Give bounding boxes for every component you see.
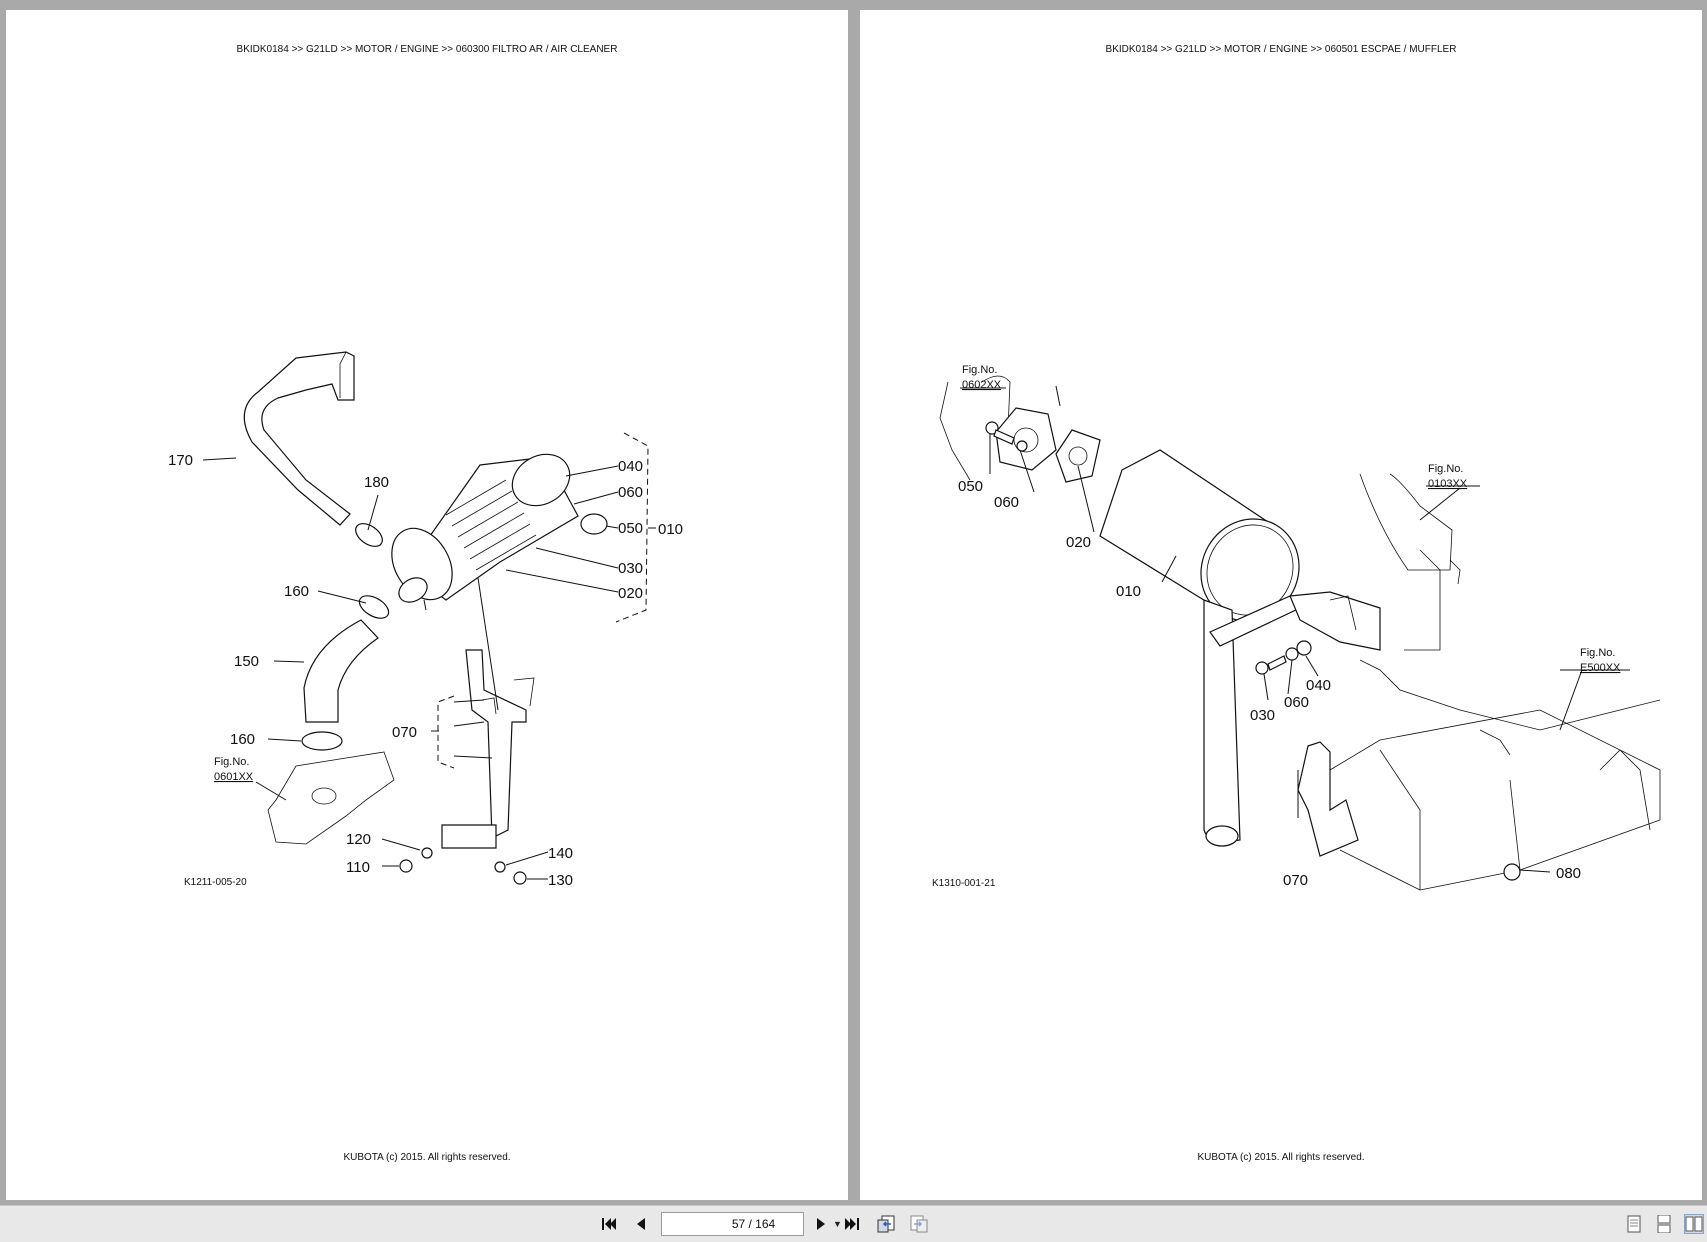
hose-clamp-part xyxy=(355,523,383,547)
go-forward-icon[interactable] xyxy=(907,1213,931,1235)
muffler-part xyxy=(1099,449,1300,847)
cap-part xyxy=(580,513,608,535)
part-number-label: 070 xyxy=(392,724,417,741)
figure-reference-prefix: Fig.No. xyxy=(1580,647,1615,659)
page-number-input[interactable] xyxy=(662,1216,833,1232)
part-number-label: 030 xyxy=(1250,707,1275,724)
part-number-label: 180 xyxy=(364,474,389,491)
group-bracket-line xyxy=(615,432,649,623)
hose-clamp-part xyxy=(301,731,343,751)
part-number-label: 130 xyxy=(548,872,573,889)
page-number-field[interactable]: ▼ xyxy=(661,1212,842,1236)
part-number-label: 060 xyxy=(1284,694,1309,711)
muffler-diagram: 050 060 020 010 030 060 040 070 080 Fig.… xyxy=(932,364,1661,891)
intake-manifold-reference xyxy=(267,751,395,845)
figure-reference-number: 0103XX xyxy=(1428,478,1468,490)
part-number-label: 060 xyxy=(994,494,1019,511)
right-document-page: BKIDK0184 >> G21LD >> MOTOR / ENGINE >> … xyxy=(860,10,1702,1200)
mounting-bracket-part xyxy=(441,649,535,849)
go-back-icon[interactable] xyxy=(874,1213,898,1235)
part-number-label: 160 xyxy=(230,731,255,748)
frame-reference xyxy=(1359,473,1453,571)
page-header: BKIDK0184 >> G21LD >> MOTOR / ENGINE >> … xyxy=(236,44,618,55)
viewer-toolbar: ▼ xyxy=(0,1205,1707,1242)
part-number-label: 110 xyxy=(346,859,370,876)
figure-reference-prefix: Fig.No. xyxy=(1428,463,1463,475)
hose-clamp-part xyxy=(358,595,390,619)
continuous-view-icon[interactable] xyxy=(1654,1214,1674,1234)
part-number-label: 040 xyxy=(618,458,643,475)
chevron-down-icon[interactable]: ▼ xyxy=(833,1219,842,1229)
part-number-label: 050 xyxy=(618,520,643,537)
part-number-label: 030 xyxy=(618,560,643,577)
air-cleaner-body-part xyxy=(391,453,579,611)
part-number-label: 120 xyxy=(346,831,371,848)
part-number-label: 060 xyxy=(618,484,643,501)
stay-part xyxy=(1297,741,1359,857)
page-footer: KUBOTA (c) 2015. All rights reserved. xyxy=(343,1152,511,1163)
part-number-label: 010 xyxy=(1116,583,1141,600)
previous-page-icon[interactable] xyxy=(629,1213,653,1235)
drawing-code: K1310-001-21 xyxy=(932,878,996,889)
elbow-hose-part xyxy=(303,619,379,723)
part-number-label: 080 xyxy=(1556,865,1581,882)
bolt-part xyxy=(985,421,1028,452)
page-footer: KUBOTA (c) 2015. All rights reserved. xyxy=(1197,1152,1365,1163)
manifold-reference xyxy=(939,381,971,481)
part-number-label: 070 xyxy=(1283,872,1308,889)
part-number-label: 050 xyxy=(958,478,983,495)
part-number-label: 020 xyxy=(1066,534,1091,551)
gasket-part xyxy=(1055,429,1101,483)
single-page-view-icon[interactable] xyxy=(1624,1214,1644,1234)
muffler-bracket-part xyxy=(1209,591,1381,651)
figure-reference-number: E500XX xyxy=(1580,662,1621,674)
part-number-label: 020 xyxy=(618,585,643,602)
manifold-reference xyxy=(981,375,1011,431)
intake-hose-part xyxy=(243,351,355,526)
part-number-label: 040 xyxy=(1306,677,1331,694)
page-header: BKIDK0184 >> G21LD >> MOTOR / ENGINE >> … xyxy=(1105,44,1457,55)
group-bracket-line xyxy=(437,695,455,769)
air-cleaner-diagram: 170 180 040 060 050 010 030 020 160 150 … xyxy=(168,351,683,889)
part-number-label: 010 xyxy=(658,521,683,538)
bolt-part xyxy=(1255,640,1312,675)
part-number-label: 140 xyxy=(548,845,573,862)
left-document-page: BKIDK0184 >> G21LD >> MOTOR / ENGINE >> … xyxy=(6,10,848,1200)
part-number-label: 150 xyxy=(234,653,259,670)
bolt-part xyxy=(1503,863,1521,881)
figure-reference-number: 0602XX xyxy=(962,379,1002,391)
frame-reference xyxy=(1329,709,1661,891)
skip-to-first-icon[interactable] xyxy=(597,1213,621,1235)
figure-reference-number: 0601XX xyxy=(214,771,254,783)
drawing-code: K1211-005-20 xyxy=(184,877,247,888)
bolt-part xyxy=(399,847,527,885)
next-page-icon[interactable] xyxy=(809,1213,833,1235)
part-number-label: 160 xyxy=(284,583,309,600)
frame-reference xyxy=(1404,549,1441,651)
figure-reference-prefix: Fig.No. xyxy=(962,364,997,376)
skip-to-last-icon[interactable] xyxy=(840,1213,864,1235)
facing-pages-view-icon[interactable] xyxy=(1684,1214,1704,1234)
part-number-label: 170 xyxy=(168,452,193,469)
figure-reference-prefix: Fig.No. xyxy=(214,756,249,768)
